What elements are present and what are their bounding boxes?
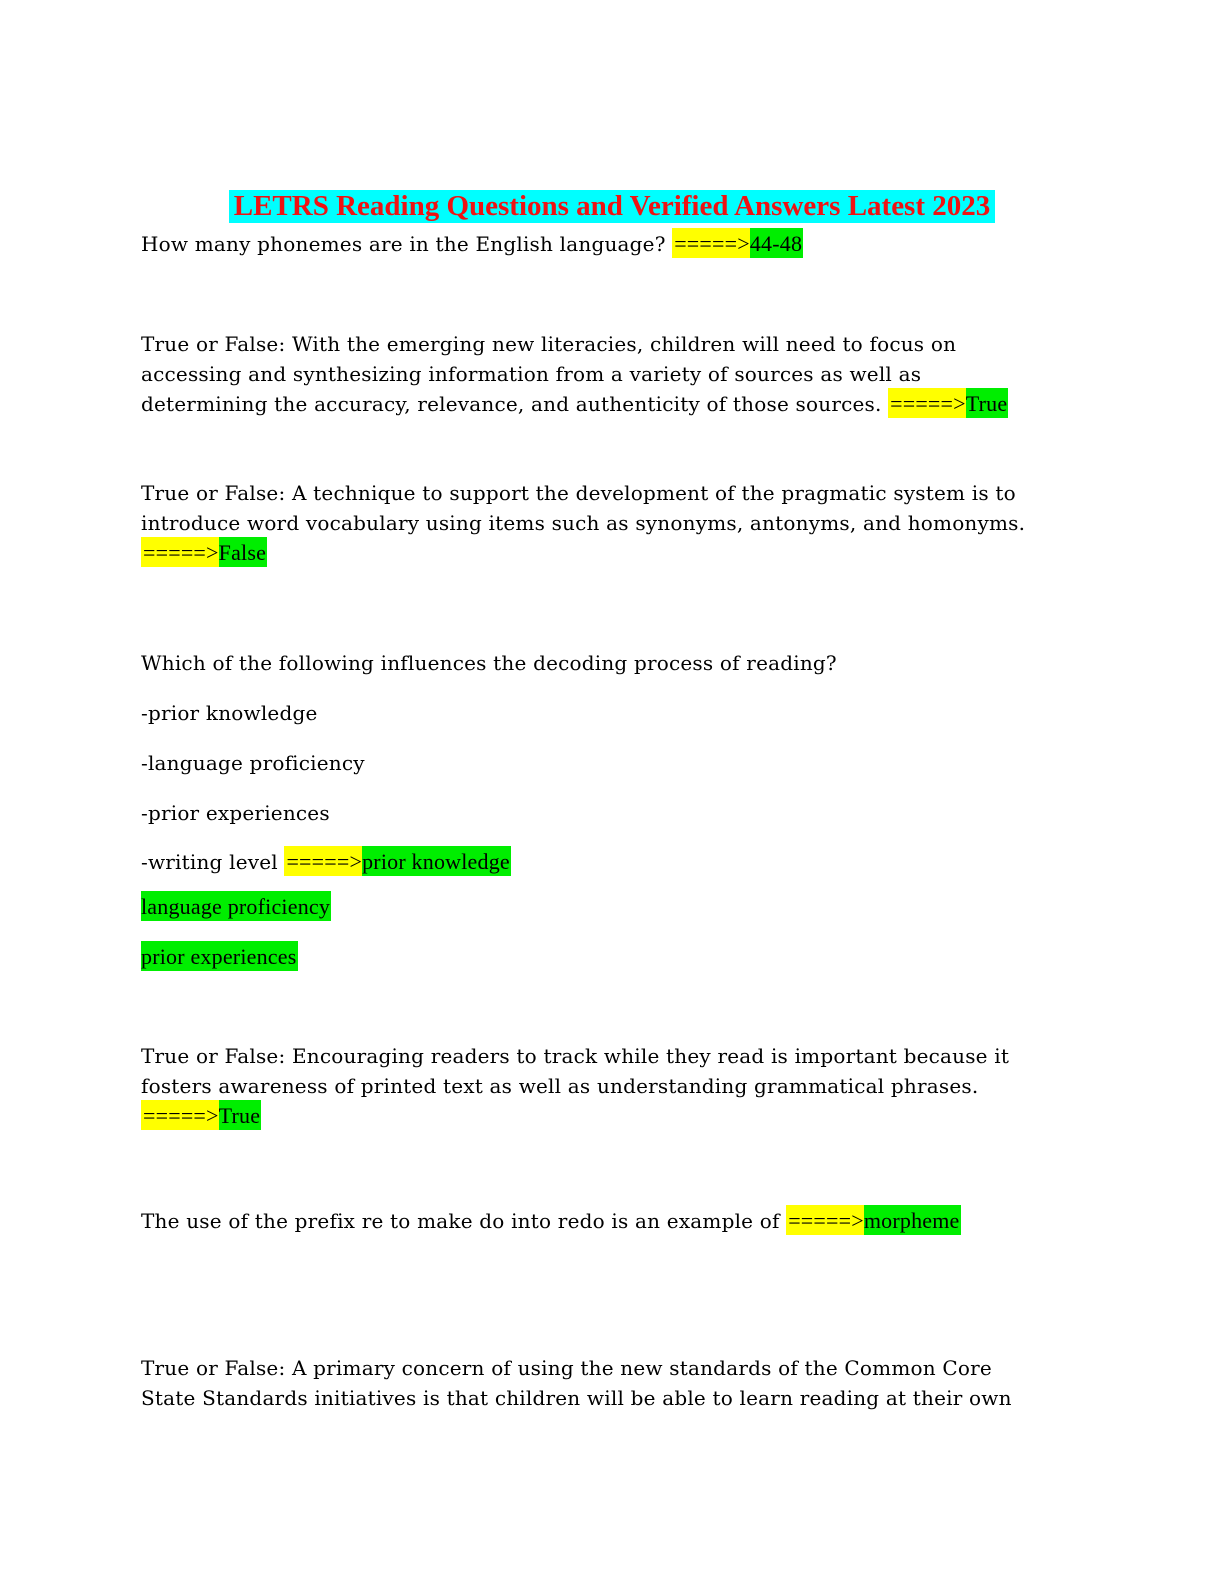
text-line: prior experiences (141, 941, 1101, 973)
question-text: True or False: Encouraging readers to tr… (141, 1044, 1010, 1068)
text-line: introduce word vocabulary using items su… (141, 509, 1101, 539)
question-pragmatic-system: True or False: A technique to support th… (141, 479, 1101, 569)
question-text: fosters awareness of printed text as wel… (141, 1073, 979, 1098)
question-decoding-process: Which of the following influences the de… (141, 649, 1101, 679)
text-line: State Standards initiatives is that chil… (141, 1384, 1101, 1414)
question-text: determining the accuracy, relevance, and… (141, 392, 889, 416)
question-text: -writing level (141, 850, 285, 874)
answer-text: prior experiences (141, 941, 298, 971)
question-common-core: True or False: A primary concern of usin… (141, 1354, 1101, 1413)
text-line: -prior knowledge (141, 699, 1101, 729)
option-prior-knowledge: -prior knowledge (141, 699, 1101, 729)
question-text: -language proficiency (141, 751, 365, 775)
document-title: LETRS Reading Questions and Verified Ans… (228, 190, 996, 223)
question-text: True or False: With the emerging new lit… (141, 332, 957, 356)
answer-text: 44-48 (749, 228, 804, 258)
question-text: The use of the prefix re to make do into… (141, 1209, 787, 1233)
text-line: determining the accuracy, relevance, and… (141, 388, 1101, 420)
text-line: True or False: A technique to support th… (141, 479, 1101, 509)
text-line: True or False: A primary concern of usin… (141, 1354, 1101, 1384)
question-prefix-re: The use of the prefix re to make do into… (141, 1205, 1101, 1237)
text-line: -writing level =====>prior knowledge (141, 846, 1101, 878)
text-line: The use of the prefix re to make do into… (141, 1205, 1101, 1237)
answer-arrow-marker: =====> (786, 1205, 864, 1235)
text-line: accessing and synthesizing information f… (141, 360, 1101, 390)
text-line: Which of the following influences the de… (141, 649, 1101, 679)
answer-arrow-marker: =====> (672, 228, 750, 258)
question-text: How many phonemes are in the English lan… (141, 232, 673, 256)
text-line: -prior experiences (141, 799, 1101, 829)
option-language-proficiency: -language proficiency (141, 749, 1101, 779)
question-text: introduce word vocabulary using items su… (141, 510, 1026, 535)
question-text: Which of the following influences the de… (141, 651, 837, 675)
text-line: True or False: Encouraging readers to tr… (141, 1042, 1101, 1072)
option-writing-level-with-answer: -writing level =====>prior knowledge (141, 846, 1101, 878)
option-prior-experiences: -prior experiences (141, 799, 1101, 829)
question-new-literacies: True or False: With the emerging new lit… (141, 330, 1101, 420)
question-text: State Standards initiatives is that chil… (141, 1385, 1012, 1410)
answer-text: language proficiency (141, 891, 332, 921)
answer-arrow-marker: =====> (141, 537, 219, 567)
answer-text: False (218, 537, 268, 567)
answer-text: prior knowledge (362, 846, 511, 876)
question-text: True or False: A technique to support th… (141, 481, 1016, 505)
answer-text: True (218, 1100, 262, 1130)
question-text: accessing and synthesizing information f… (141, 361, 922, 386)
question-tracking: True or False: Encouraging readers to tr… (141, 1042, 1101, 1132)
text-line: -language proficiency (141, 749, 1101, 779)
question-phonemes: How many phonemes are in the English lan… (141, 228, 1101, 260)
text-line: fosters awareness of printed text as wel… (141, 1072, 1101, 1102)
text-line: =====>False (141, 537, 1101, 569)
text-line: True or False: With the emerging new lit… (141, 330, 1101, 360)
text-line: =====>True (141, 1100, 1101, 1132)
question-text: True or False: A primary concern of usin… (141, 1356, 992, 1380)
title-container: LETRS Reading Questions and Verified Ans… (141, 190, 1083, 223)
answer-prior-experiences: prior experiences (141, 941, 1101, 973)
answer-arrow-marker: =====> (141, 1100, 219, 1130)
answer-text: True (965, 388, 1009, 418)
answer-arrow-marker: =====> (284, 846, 363, 876)
question-text: -prior experiences (141, 801, 330, 825)
text-line: language proficiency (141, 891, 1101, 923)
question-text: -prior knowledge (141, 701, 318, 725)
text-line: How many phonemes are in the English lan… (141, 228, 1101, 260)
answer-language-proficiency: language proficiency (141, 891, 1101, 923)
answer-text: morpheme (863, 1205, 961, 1235)
answer-arrow-marker: =====> (888, 388, 966, 418)
